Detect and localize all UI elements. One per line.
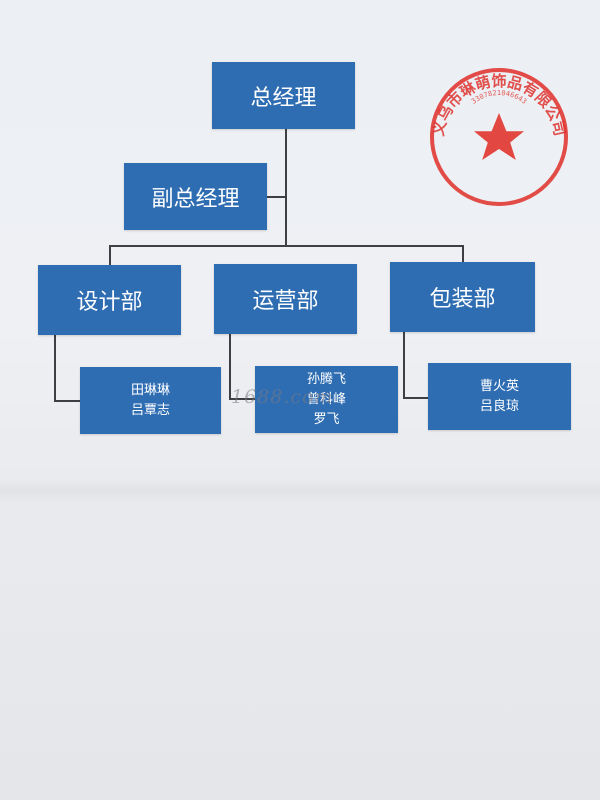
member-name: 田琳琳 [130, 382, 170, 398]
member-name: 罗飞 [313, 411, 340, 427]
connector-dept-1 [109, 245, 111, 265]
connector-member-2-v [229, 334, 231, 400]
connector-member-1-v [54, 335, 56, 402]
company-seal: 义乌市琳萌饰品有限公司 3307821046643 [429, 68, 569, 206]
dept-label-design: 设计部 [76, 290, 143, 315]
connector-vice [267, 196, 286, 198]
watermark: 1688.com [231, 386, 334, 408]
connector-ceo-trunk [285, 129, 287, 246]
paper-fold [0, 478, 600, 504]
ceo-label: 总经理 [250, 85, 317, 111]
member-name: 吕覃志 [130, 402, 170, 418]
members-box-operations: 孙腾飞 曾科峰 罗飞 [255, 366, 398, 433]
member-name: 吕良琼 [479, 398, 519, 414]
connector-dept-3 [462, 245, 464, 262]
member-name: 曹火英 [479, 378, 519, 394]
connector-member-3-h [403, 397, 428, 399]
member-name: 曾科峰 [306, 391, 346, 407]
connector-member-1-h [54, 400, 80, 402]
members-box-packaging: 曹火英 吕良琼 [428, 363, 571, 430]
connector-member-3-v [403, 332, 405, 399]
dept-box-packaging: 包装部 [390, 262, 535, 332]
member-name: 孙腾飞 [306, 371, 346, 387]
connector-dept-bar [109, 245, 464, 247]
vice-ceo-label: 副总经理 [151, 186, 240, 212]
dept-label-operations: 运营部 [252, 289, 319, 314]
dept-box-operations: 运营部 [214, 264, 357, 334]
seal-star-icon [474, 113, 524, 160]
ceo-box: 总经理 [212, 62, 355, 129]
members-box-design: 田琳琳 吕覃志 [80, 367, 221, 434]
vice-ceo-box: 副总经理 [124, 163, 267, 230]
dept-label-packaging: 包装部 [429, 287, 496, 312]
connector-member-2-h [229, 398, 255, 400]
dept-box-design: 设计部 [38, 265, 181, 335]
